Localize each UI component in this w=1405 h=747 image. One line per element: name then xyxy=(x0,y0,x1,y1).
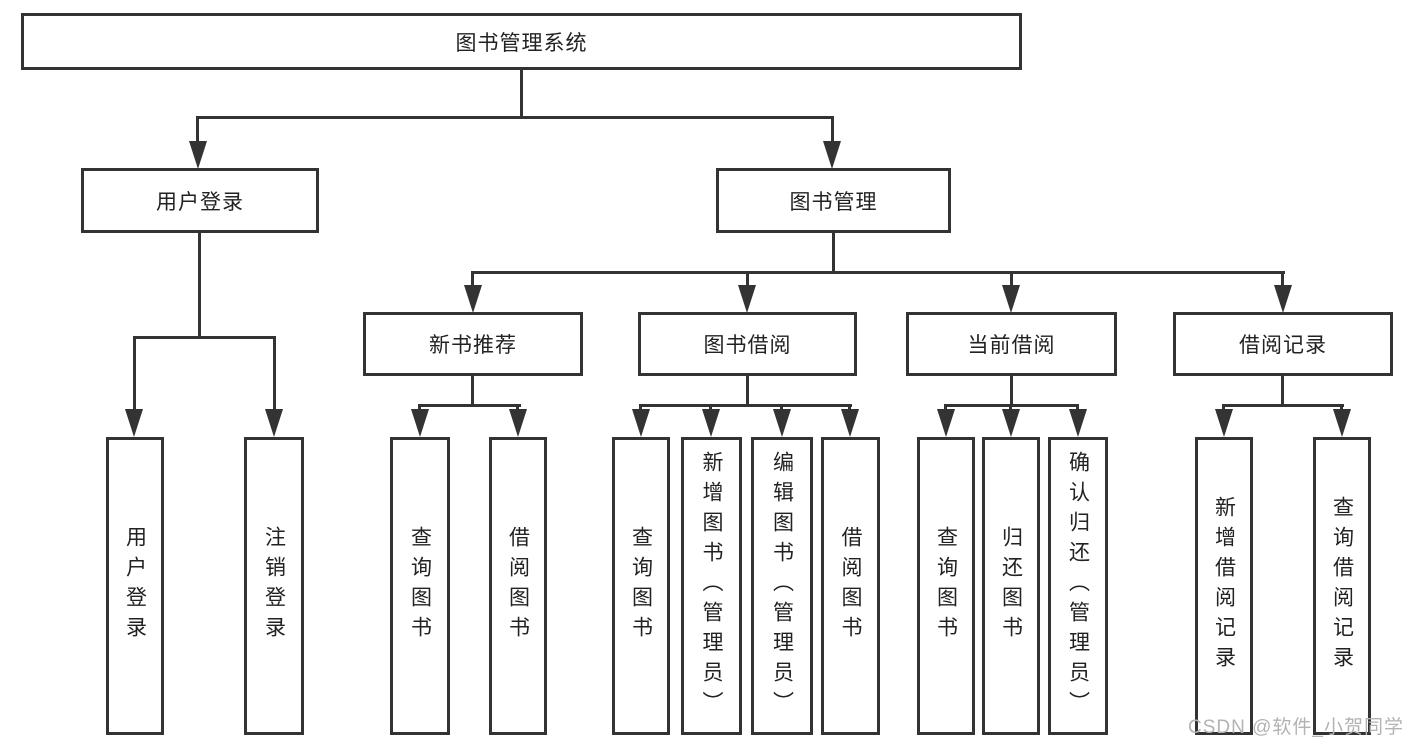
arrow-down-icon xyxy=(1333,409,1351,437)
arrow-down-icon xyxy=(823,141,841,169)
leaf-return-book-label: 归还图书 xyxy=(999,526,1023,646)
connector-line xyxy=(1076,404,1079,412)
node-user-login: 用户登录 xyxy=(81,168,319,233)
arrow-down-icon xyxy=(1002,285,1020,313)
arrow-down-icon xyxy=(509,409,527,437)
leaf-borrow-books-2-label: 借阅图书 xyxy=(839,526,862,646)
leaf-add-borrow-record-label: 新增借阅记录 xyxy=(1212,496,1236,676)
leaf-confirm-return-admin: 确认归还（管理员） xyxy=(1048,437,1108,735)
leaf-borrow-books-2: 借阅图书 xyxy=(821,437,880,735)
connector-line xyxy=(640,404,852,407)
connector-line xyxy=(133,336,136,412)
connector-line xyxy=(639,404,642,412)
watermark: CSDN @软件_小贺同学 xyxy=(1188,717,1404,738)
node-current-borrowing-label: 当前借阅 xyxy=(967,334,1056,357)
arrow-down-icon xyxy=(265,409,283,437)
arrow-down-icon xyxy=(702,409,720,437)
node-current-borrowing: 当前借阅 xyxy=(906,312,1117,376)
leaf-edit-book-admin: 编辑图书（管理员） xyxy=(751,437,813,735)
node-root-label: 图书管理系统 xyxy=(455,31,588,55)
connector-line xyxy=(419,404,521,407)
connector-line xyxy=(709,404,712,412)
arrow-down-icon xyxy=(411,409,429,437)
leaf-query-borrow-record: 查询借阅记录 xyxy=(1313,437,1371,735)
connector-line xyxy=(198,233,201,339)
arrow-down-icon xyxy=(1069,409,1087,437)
connector-line xyxy=(746,271,749,288)
leaf-add-book-admin-label: 新增图书（管理员） xyxy=(700,451,723,721)
leaf-user-login-label: 用户登录 xyxy=(123,526,147,646)
leaf-borrow-books-1: 借阅图书 xyxy=(489,437,547,735)
connector-line xyxy=(196,116,199,143)
connector-line xyxy=(831,116,834,143)
arrow-down-icon xyxy=(937,409,955,437)
connector-line xyxy=(197,116,834,119)
connector-line xyxy=(1281,376,1284,407)
leaf-query-books-1: 查询图书 xyxy=(390,437,450,735)
connector-line xyxy=(1281,271,1284,288)
leaf-edit-book-admin-label: 编辑图书（管理员） xyxy=(770,451,794,721)
leaf-query-books-2-label: 查询图书 xyxy=(629,526,653,646)
leaf-logout-label: 注销登录 xyxy=(262,526,286,646)
node-book-management: 图书管理 xyxy=(716,168,951,233)
connector-line xyxy=(848,404,851,412)
arrow-down-icon xyxy=(773,409,791,437)
connector-line xyxy=(520,70,523,118)
arrow-down-icon xyxy=(1002,409,1020,437)
leaf-add-borrow-record: 新增借阅记录 xyxy=(1195,437,1253,735)
leaf-user-login: 用户登录 xyxy=(106,437,164,735)
arrow-down-icon xyxy=(1274,285,1292,313)
leaf-query-books-3: 查询图书 xyxy=(917,437,975,735)
connector-line xyxy=(780,404,783,412)
node-book-management-label: 图书管理 xyxy=(789,190,878,214)
node-borrowing-records-label: 借阅记录 xyxy=(1239,334,1327,357)
node-book-borrowing-label: 图书借阅 xyxy=(703,334,792,357)
leaf-borrow-books-1-label: 借阅图书 xyxy=(506,526,530,646)
leaf-query-books-1-label: 查询图书 xyxy=(408,526,432,646)
connector-line xyxy=(944,404,947,412)
connector-line xyxy=(1010,271,1013,288)
node-new-book-recommend: 新书推荐 xyxy=(363,312,583,376)
leaf-logout: 注销登录 xyxy=(244,437,304,735)
connector-line xyxy=(1010,376,1013,407)
leaf-return-book: 归还图书 xyxy=(982,437,1040,735)
arrow-down-icon xyxy=(738,285,756,313)
arrow-down-icon xyxy=(189,141,207,169)
arrow-down-icon xyxy=(464,285,482,313)
connector-line xyxy=(471,376,474,407)
connector-line xyxy=(1340,404,1343,412)
leaf-query-borrow-record-label: 查询借阅记录 xyxy=(1330,496,1354,676)
arrow-down-icon xyxy=(1215,409,1233,437)
node-borrowing-records: 借阅记录 xyxy=(1173,312,1393,376)
node-root: 图书管理系统 xyxy=(21,13,1022,70)
leaf-confirm-return-admin-label: 确认归还（管理员） xyxy=(1066,451,1090,721)
connector-line xyxy=(832,233,835,274)
connector-line xyxy=(945,404,1079,407)
arrow-down-icon xyxy=(632,409,650,437)
connector-line xyxy=(746,376,749,407)
node-user-login-label: 用户登录 xyxy=(156,190,244,214)
leaf-query-books-2: 查询图书 xyxy=(612,437,670,735)
connector-line xyxy=(1223,404,1344,407)
leaf-add-book-admin: 新增图书（管理员） xyxy=(681,437,742,735)
node-book-borrowing: 图书借阅 xyxy=(638,312,857,376)
connector-line xyxy=(471,271,474,288)
node-new-book-recommend-label: 新书推荐 xyxy=(429,334,517,357)
connector-line xyxy=(273,336,276,412)
leaf-query-books-3-label: 查询图书 xyxy=(934,526,958,646)
connector-line xyxy=(471,271,1285,274)
arrow-down-icon xyxy=(841,409,859,437)
connector-line xyxy=(516,404,519,412)
connector-line xyxy=(133,336,276,339)
connector-line xyxy=(1009,404,1012,412)
arrow-down-icon xyxy=(125,409,143,437)
connector-line xyxy=(1222,404,1225,412)
connector-line xyxy=(418,404,421,412)
